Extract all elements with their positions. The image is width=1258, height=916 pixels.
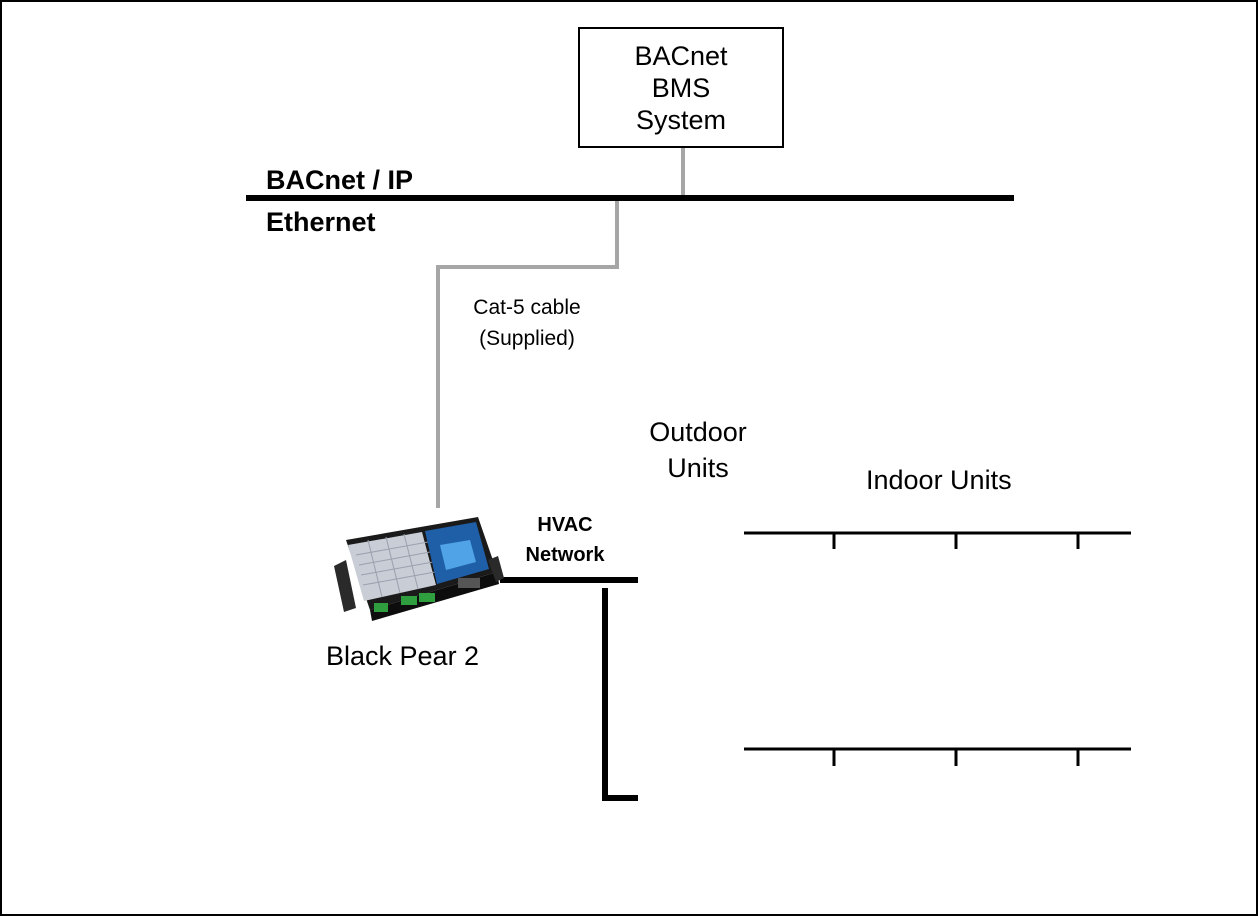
cable-label-line1: Cat-5 cable — [473, 296, 581, 319]
black-pear-device-icon — [334, 517, 504, 621]
cat5-cable — [436, 199, 619, 508]
hvac-label-line2: Network — [525, 544, 605, 566]
outdoor-label-line1: Outdoor — [649, 417, 747, 447]
bms-label-line2: BMS — [651, 72, 711, 103]
bms-label-line1: BACnet — [634, 40, 728, 71]
hvac-trunk — [602, 588, 638, 801]
cable-label-line2: (Supplied) — [479, 327, 575, 350]
outdoor-label-line2: Units — [667, 453, 729, 483]
bms-system-box: BACnet BMS System — [578, 27, 784, 148]
indoor-units-label: Indoor Units — [866, 465, 1012, 495]
bms-label-line3: System — [635, 104, 727, 135]
device-name-label: Black Pear 2 — [326, 641, 480, 671]
hvac-label-line1: HVAC — [537, 514, 593, 536]
backbone-label-line2: Ethernet — [266, 207, 376, 237]
backbone-label-line1: BACnet / IP — [266, 165, 414, 195]
